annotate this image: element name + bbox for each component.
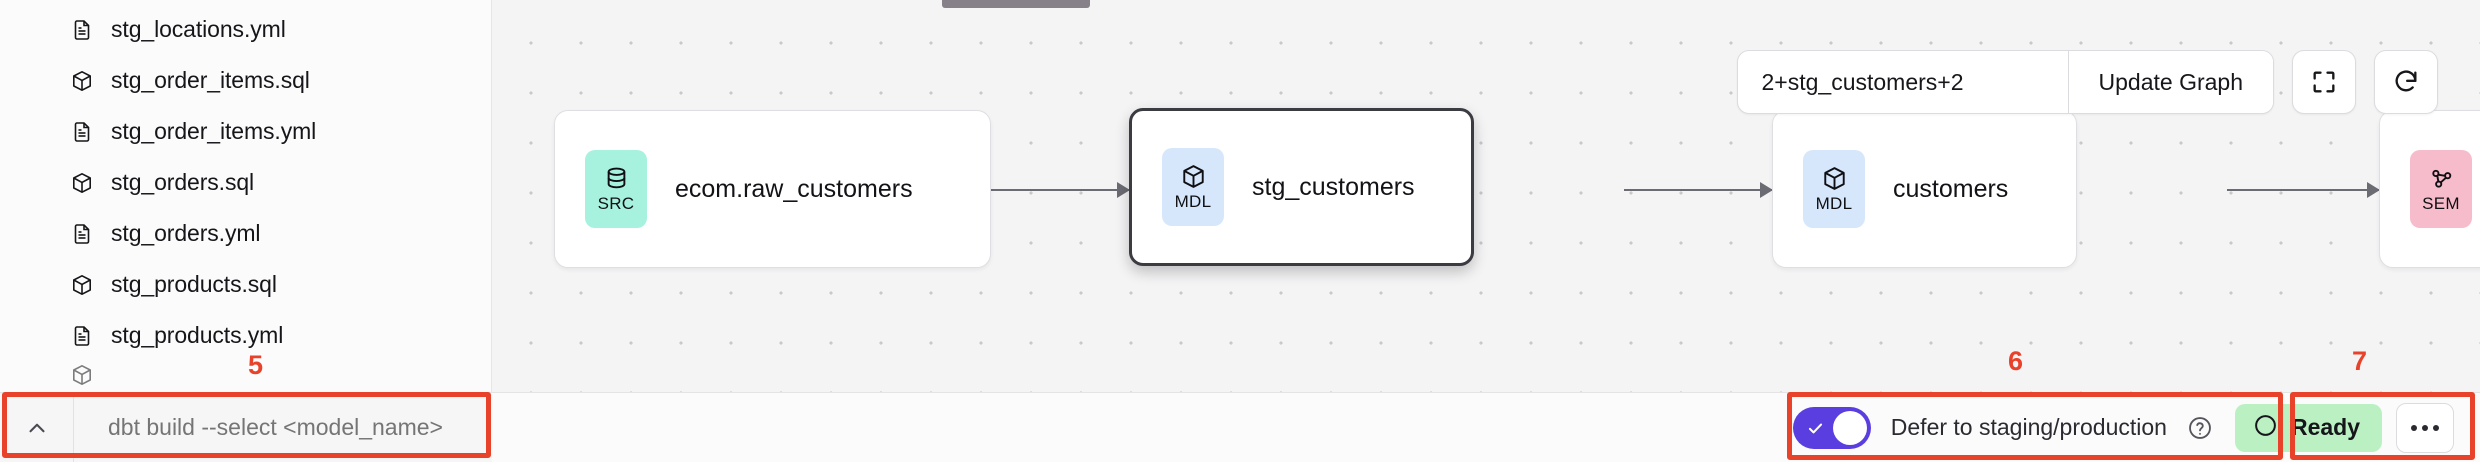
status-group: Ready [2234, 402, 2454, 453]
file-yml-icon [70, 120, 94, 144]
more-horizontal-icon[interactable] [2396, 402, 2454, 453]
node-label: stg_customers [1252, 172, 1415, 201]
node-badge-label: MDL [1815, 193, 1853, 213]
more-dot [2433, 424, 2439, 431]
lineage-graph-canvas[interactable]: Update Graph [492, 0, 2480, 462]
help-circle-icon[interactable] [2187, 415, 2213, 441]
file-sql-icon [70, 273, 94, 297]
refresh-icon[interactable] [2374, 50, 2438, 114]
toggle-knob [1832, 410, 1867, 445]
defer-label: Defer to staging/production [1890, 414, 2167, 440]
more-dot [2411, 424, 2417, 431]
file-name: stg_orders.yml [111, 220, 261, 246]
file-name: stg_products.sql [111, 271, 277, 297]
toolbar-divider [2067, 51, 2069, 113]
file-name: stg_order_items.yml [111, 118, 317, 144]
file-explorer-sidebar: stg_locations.yml stg_order_items.sql [0, 0, 492, 462]
command-bar [0, 392, 492, 462]
chevron-up-icon[interactable] [0, 393, 74, 462]
dbt-command-input[interactable] [74, 393, 492, 462]
graph-edge [1624, 182, 1773, 198]
graph-node-customers-model[interactable]: MDL customers [1772, 110, 2077, 268]
fullscreen-icon[interactable] [2292, 50, 2356, 114]
graph-node-stg-customers[interactable]: MDL stg_customers [1129, 108, 1474, 266]
file-name: stg_orders.sql [111, 169, 255, 195]
update-graph-button[interactable]: Update Graph [2068, 51, 2273, 113]
status-bar: Defer to staging/production Ready [492, 392, 2480, 462]
file-yml-icon [70, 324, 94, 348]
node-badge-mdl: MDL [1803, 150, 1865, 228]
file-name: stg_locations.yml [111, 16, 286, 42]
list-item[interactable]: stg_orders.yml [0, 208, 491, 259]
panel-drag-handle[interactable] [942, 0, 1090, 8]
list-item[interactable]: stg_locations.yml [0, 4, 491, 55]
list-item[interactable] [0, 361, 491, 389]
more-dot [2422, 424, 2428, 431]
graph-selector-input[interactable] [1737, 51, 2068, 113]
node-badge-label: SRC [597, 193, 635, 213]
file-sql-icon [70, 363, 94, 387]
file-list: stg_locations.yml stg_order_items.sql [0, 0, 491, 389]
file-name: stg_products.yml [111, 322, 284, 348]
node-badge-src: SRC [585, 150, 647, 228]
node-label: ecom.raw_customers [675, 174, 913, 203]
list-item[interactable]: stg_products.sql [0, 259, 491, 310]
check-icon [1806, 419, 1825, 443]
node-badge-mdl: MDL [1162, 148, 1224, 226]
graph-node-src[interactable]: SRC ecom.raw_customers [554, 110, 991, 268]
list-item[interactable]: stg_order_items.yml [0, 106, 491, 157]
graph-toolbar: Update Graph [1736, 50, 2438, 114]
defer-toggle[interactable] [1792, 406, 1871, 449]
defer-group: Defer to staging/production [1792, 406, 2213, 449]
node-label: customers [1893, 174, 2009, 203]
list-item[interactable]: stg_orders.sql [0, 157, 491, 208]
status-label: Ready [2290, 414, 2360, 440]
status-badge[interactable]: Ready [2234, 403, 2382, 452]
graph-node-customers-semantic[interactable]: SEM customers [2379, 110, 2480, 268]
circle-icon [2253, 413, 2278, 443]
file-yml-icon [70, 18, 94, 42]
file-name: stg_order_items.sql [111, 67, 310, 93]
list-item[interactable]: stg_order_items.sql [0, 55, 491, 106]
graph-selector-group: Update Graph [1736, 50, 2274, 114]
node-badge-sem: SEM [2410, 150, 2472, 228]
node-badge-label: MDL [1174, 191, 1212, 211]
list-item[interactable]: stg_products.yml [0, 310, 491, 361]
graph-edge [2227, 182, 2380, 198]
file-sql-icon [70, 171, 94, 195]
file-yml-icon [70, 222, 94, 246]
node-badge-label: SEM [2422, 193, 2460, 213]
file-sql-icon [70, 69, 94, 93]
graph-edge [989, 182, 1130, 198]
